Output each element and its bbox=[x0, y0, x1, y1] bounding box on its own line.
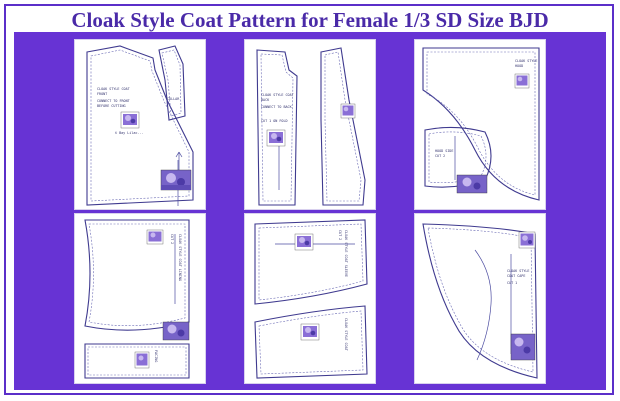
photo-stamp bbox=[510, 333, 536, 361]
svg-text:CUT 1 ON FOLD: CUT 1 ON FOLD bbox=[261, 119, 288, 123]
pattern-sheet-3: CLOAK STYLE HOOD HOOD SIDE CUT 2 bbox=[414, 39, 546, 210]
sleeve-band-piece-upper bbox=[254, 219, 368, 305]
svg-text:CUT 2: CUT 2 bbox=[170, 234, 174, 244]
pattern-sheet-5: CLOAK STYLE COAT SLEEVE CUT 2 CLOAK STYL… bbox=[244, 213, 376, 384]
svg-text:CLOAK STYLE COAT: CLOAK STYLE COAT bbox=[97, 87, 130, 91]
pattern-sheet-4: CLOAK STYLE COAT LINING CUT 2 FACING bbox=[74, 213, 206, 384]
pattern-sheet-2: CLOAK STYLE COAT BACK CONNECT TO BACK CU… bbox=[244, 39, 376, 210]
logo-stamp bbox=[134, 351, 150, 369]
logo-stamp bbox=[518, 231, 536, 249]
svg-text:CONNECT TO BACK: CONNECT TO BACK bbox=[261, 105, 293, 109]
cape-piece bbox=[422, 223, 538, 379]
pattern-sheets-panel: CLOAK STYLE COAT FRONT CONNECT TO FRONT … bbox=[14, 32, 606, 390]
hood-piece bbox=[422, 47, 540, 201]
svg-text:CLOAK STYLE COAT: CLOAK STYLE COAT bbox=[261, 93, 294, 97]
side-panel-piece bbox=[320, 47, 366, 206]
logo-stamp bbox=[120, 111, 140, 129]
svg-text:FACING: FACING bbox=[154, 350, 158, 362]
logo-stamp bbox=[294, 233, 314, 251]
svg-text:CUT 1: CUT 1 bbox=[507, 281, 517, 285]
svg-text:CUT 2: CUT 2 bbox=[338, 230, 342, 240]
pattern-sheet-1: CLOAK STYLE COAT FRONT CONNECT TO FRONT … bbox=[74, 39, 206, 210]
svg-text:CLOAK STYLE: CLOAK STYLE bbox=[515, 59, 537, 63]
logo-stamp bbox=[514, 73, 530, 89]
svg-text:COAT CAPE: COAT CAPE bbox=[507, 274, 525, 278]
sleeve-band-piece-lower bbox=[254, 305, 368, 379]
back-bodice-piece bbox=[256, 49, 298, 206]
svg-text:HOOD: HOOD bbox=[515, 64, 523, 68]
facing-piece bbox=[84, 343, 190, 379]
photo-stamp bbox=[456, 174, 488, 194]
svg-text:HOOD SIDE: HOOD SIDE bbox=[435, 149, 453, 153]
logo-stamp bbox=[300, 323, 320, 341]
svg-text:BEFORE CUTTING: BEFORE CUTTING bbox=[97, 104, 126, 108]
svg-text:BACK: BACK bbox=[261, 98, 270, 102]
photo-stamp bbox=[160, 169, 192, 191]
page-title: Cloak Style Coat Pattern for Female 1/3 … bbox=[71, 8, 549, 32]
collar-piece bbox=[158, 45, 186, 121]
logo-stamp bbox=[340, 103, 356, 119]
pattern-sheet-6: CLOAK STYLE COAT CAPE CUT 1 bbox=[414, 213, 546, 384]
svg-text:FRONT: FRONT bbox=[97, 92, 107, 96]
svg-text:COLLAR: COLLAR bbox=[167, 97, 180, 101]
svg-text:CUT 2: CUT 2 bbox=[435, 154, 445, 158]
svg-text:CLOAK STYLE: CLOAK STYLE bbox=[507, 269, 529, 273]
svg-text:CLOAK STYLE COAT SLEEVE: CLOAK STYLE COAT SLEEVE bbox=[344, 230, 348, 277]
svg-text:CONNECT TO FRONT: CONNECT TO FRONT bbox=[97, 99, 130, 103]
hood-gusset-piece bbox=[424, 126, 492, 188]
svg-text:CLOAK STYLE COAT LINING: CLOAK STYLE COAT LINING bbox=[178, 234, 182, 281]
logo-stamp bbox=[266, 129, 286, 147]
photo-stamp bbox=[162, 321, 190, 341]
logo-stamp bbox=[146, 229, 164, 245]
svg-text:CLOAK STYLE COAT: CLOAK STYLE COAT bbox=[344, 318, 348, 351]
svg-text:© Bay Lilac...: © Bay Lilac... bbox=[115, 131, 144, 135]
